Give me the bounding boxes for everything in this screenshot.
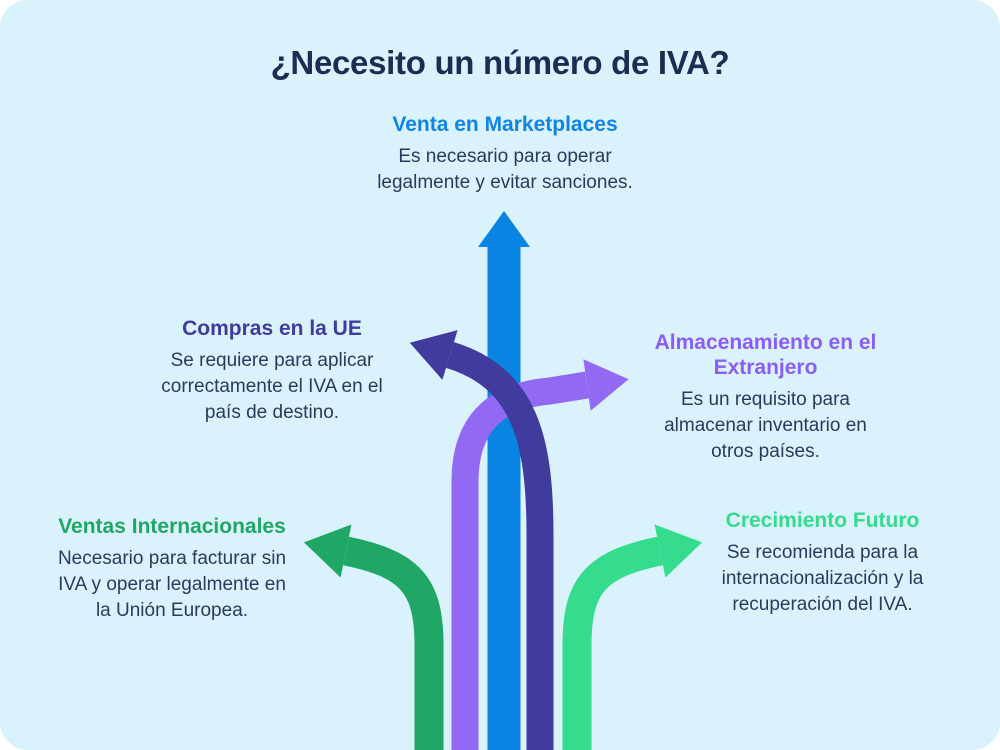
branch-title: Compras en la UE — [182, 317, 362, 340]
branch-title: Venta en Marketplaces — [392, 113, 618, 136]
branch-title: Almacenamiento en el Extranjero — [654, 331, 877, 379]
branch-description: Necesario para facturar sin IVA y operar… — [57, 548, 287, 621]
branch-crecimiento-futuro: Crecimiento Futuro Se recomienda para la… — [670, 508, 975, 618]
branch-description: Se requiere para aplicar correctamente e… — [161, 350, 383, 423]
branch-compras-ue: Compras en la UE Se requiere para aplica… — [117, 316, 427, 426]
arrow-left-indigo — [409, 330, 554, 750]
arrow-right-mint — [562, 524, 703, 750]
branch-venta-marketplaces: Venta en Marketplaces Es necesario para … — [330, 112, 680, 196]
branch-description: Es necesario para operar legalmente y ev… — [377, 146, 633, 193]
arrow-left-green — [303, 524, 444, 750]
page-title: ¿Necesito un número de IVA? — [270, 44, 730, 81]
branch-title: Crecimiento Futuro — [725, 509, 920, 532]
branch-description: Se recomienda para la internacionalizaci… — [721, 542, 924, 615]
branch-almacenamiento-extranjero: Almacenamiento en el Extranjero Es un re… — [613, 330, 918, 465]
arrow-right-purple — [451, 359, 629, 750]
branch-title: Ventas Internacionales — [58, 515, 286, 538]
arrow-up-blue — [478, 211, 530, 750]
branch-ventas-internacionales: Ventas Internacionales Necesario para fa… — [18, 514, 326, 624]
branch-description: Es un requisito para almacenar inventari… — [664, 389, 867, 462]
